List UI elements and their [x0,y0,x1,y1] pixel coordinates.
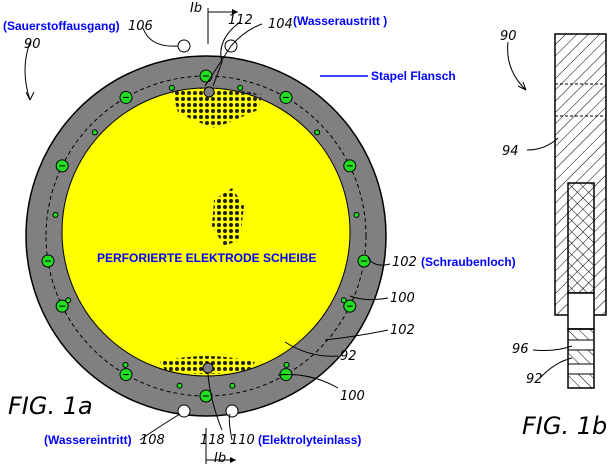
ref-112: 112 [228,13,253,28]
water-outlet-notch [203,86,215,98]
ref-100b: 100 [340,389,365,404]
electrolyte-inlet-port [225,404,239,418]
fig-1b-label: FIG. 1b [522,412,607,440]
water-outlet-label: (Wasseraustritt ) [293,14,387,28]
small-hole-icon [283,361,290,368]
ref-94: 94 [502,144,519,159]
stack-flange-label: Stapel Flansch [371,69,456,83]
bolt-hole-icon [343,299,357,313]
ref-102b: 102 [390,323,415,338]
oxygen-outlet-port [177,39,191,53]
small-hole-icon [314,129,321,136]
water-inlet-label: (Wassereintritt) [44,433,132,447]
bolt-hole-icon [279,90,293,104]
bolt-hole-icon [357,254,371,268]
bolt-hole-icon [199,69,213,83]
small-hole-icon [52,211,59,218]
small-hole-icon [176,382,183,389]
water-inlet-port [177,404,191,418]
oxygen-outlet-label: (Sauerstoffausgang) [3,19,120,33]
small-hole-icon [237,84,244,91]
bolt-circle [45,75,367,397]
electrode-disc [61,87,351,377]
small-holes [52,84,360,389]
electrode-insert [567,182,595,294]
perforation-top [172,87,262,128]
section-marker-bottom: Ib [214,451,226,466]
ref-100: 100 [390,291,415,306]
cross-section [554,33,607,389]
bolt-hole-icon [199,389,213,403]
ref-118: 118 [200,433,225,448]
ref-106: 106 [128,19,153,34]
ref-92a: 92 [340,349,357,364]
small-hole-icon [122,361,129,368]
electrolyte-notch [202,362,214,374]
small-hole-icon [65,297,72,304]
bolt-hole-icon [55,159,69,173]
fig-1a-label: FIG. 1a [8,392,93,420]
bolt-hole-icon [41,254,55,268]
bolt-hole-icon [55,299,69,313]
small-hole-icon [353,211,360,218]
electrolyte-inlet-label: (Elektrolyteinlass) [258,433,361,447]
bolt-hole-icon [119,90,133,104]
ref-90b: 90 [500,29,517,44]
section-marker-top: Ib [190,1,202,16]
small-hole-icon [229,382,236,389]
ref-110: 110 [230,433,255,448]
small-hole-icon [340,297,347,304]
small-hole-icon [91,129,98,136]
bolt-hole-label: (Schraubenloch) [421,255,516,269]
small-hole-icon [168,84,175,91]
ref-92b: 92 [526,372,543,387]
ref-90a: 90 [24,37,41,52]
electrode-section [567,328,595,389]
ref-108: 108 [140,433,165,448]
ref-96: 96 [512,342,529,357]
flange-disc [25,55,387,417]
bolt-hole-icon [119,368,133,382]
bolt-hole-icon [343,159,357,173]
bolt-holes [41,69,371,403]
ref-102: 102 [392,255,417,270]
perforation-center [212,188,244,246]
ref-104: 104 [268,17,293,32]
electrode-disc-label: PERFORIERTE ELEKTRODE SCHEIBE [97,251,316,265]
